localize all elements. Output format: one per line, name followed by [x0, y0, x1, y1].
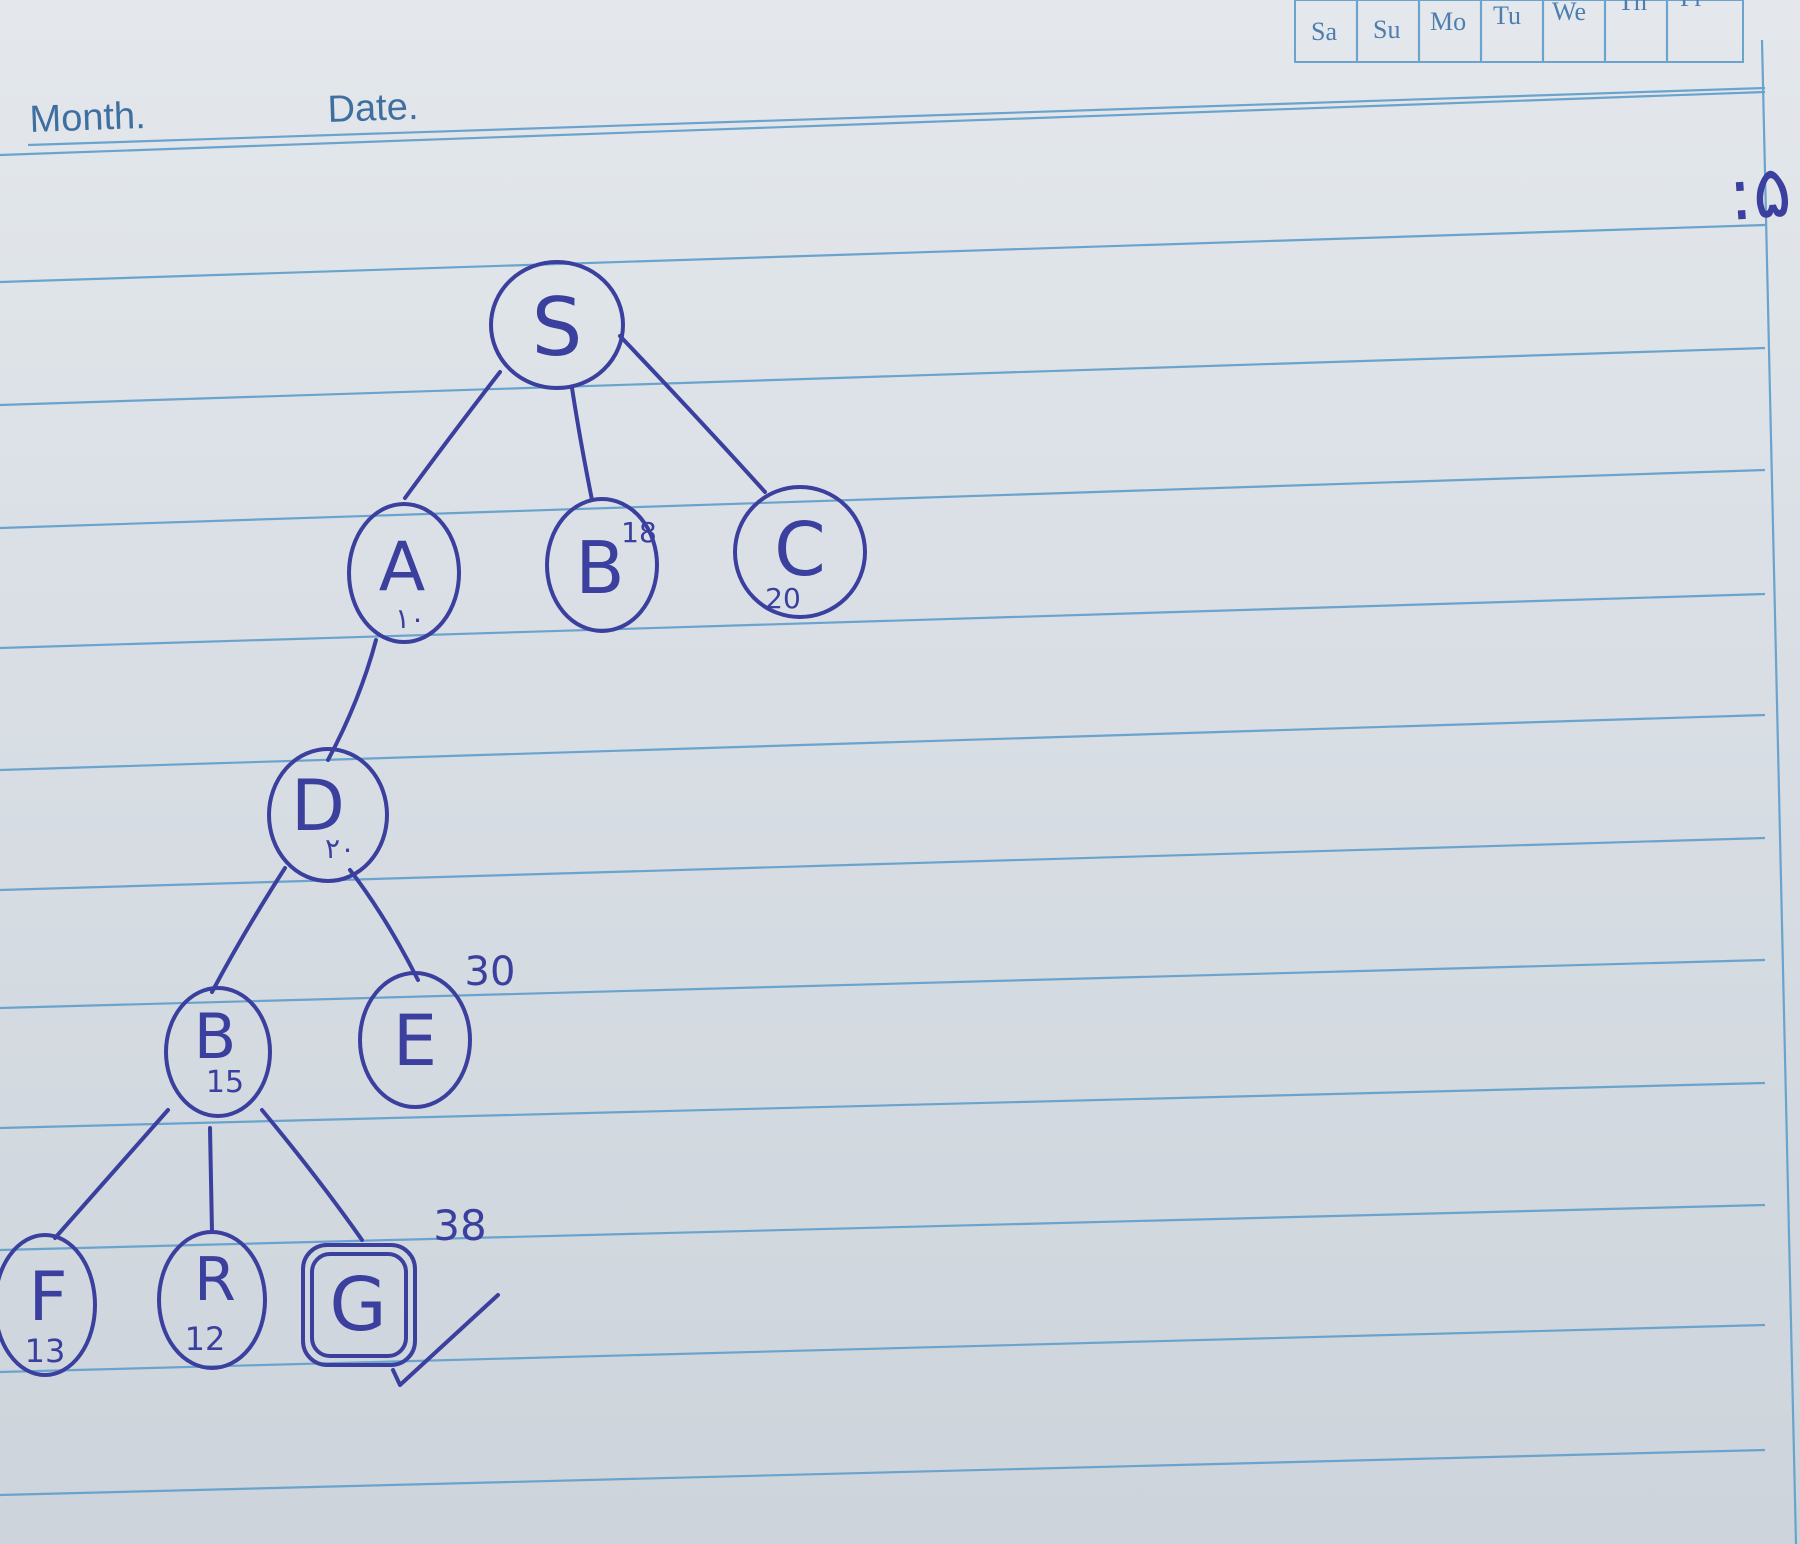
edge-d-b2 [210, 866, 287, 994]
node-r-label: R [194, 1245, 236, 1315]
node-b2-label: B [194, 1000, 237, 1073]
weekday-tu: Tu [1493, 1, 1521, 30]
edge-s-a [403, 370, 502, 500]
weekday-fr: Fr [1680, 0, 1703, 12]
node-r-value: 12 [185, 1320, 226, 1358]
weekday-mo: Mo [1430, 7, 1466, 36]
node-e-label: E [393, 1000, 437, 1082]
node-b-value: 18 [621, 516, 657, 549]
node-d-label: D [291, 765, 345, 847]
node-d-value: ۲۰ [325, 832, 355, 865]
node-d: D ۲۰ [267, 747, 389, 883]
edge-b2-f [53, 1108, 170, 1240]
checkmark-icon [391, 1293, 500, 1387]
ruled-lines [0, 39, 1798, 1544]
node-c-label: C [774, 507, 826, 593]
node-b2-value: 15 [206, 1065, 244, 1100]
edge-b2-r [208, 1126, 214, 1234]
weekday-su: Su [1373, 15, 1400, 44]
edge-s-c [618, 334, 767, 494]
node-c-value: 20 [765, 582, 801, 615]
edge-s-b [570, 386, 594, 502]
node-g: G 38 [301, 1201, 487, 1367]
node-f-label: F [28, 1258, 67, 1337]
edge-b2-g [260, 1108, 364, 1242]
month-label: Month. [29, 95, 147, 141]
node-g-label: G [329, 1262, 386, 1348]
node-a: A ۱۰ [347, 502, 461, 644]
node-f-value: 13 [25, 1332, 66, 1370]
node-s: S [489, 260, 625, 390]
node-e: E 30 [358, 949, 516, 1109]
exercise-heading: تمرین ۵: [1725, 135, 1800, 238]
weekday-th: Th [1618, 0, 1647, 16]
tree-nodes: S A ۱۰ B 18 C 20 D ۲۰ B 15 [0, 260, 867, 1377]
node-b-label: B [575, 526, 624, 610]
node-e-value: 30 [465, 949, 516, 995]
node-r: R 12 [157, 1230, 267, 1370]
edge-a-d [326, 638, 378, 762]
node-g-value: 38 [433, 1201, 486, 1250]
weekday-we: We [1552, 0, 1586, 26]
node-c: C 20 [733, 485, 867, 619]
node-a-label: A [379, 528, 426, 607]
node-b: B 18 [545, 497, 659, 633]
node-b2: B 15 [164, 986, 272, 1118]
node-a-value: ۱۰ [395, 602, 425, 635]
node-s-label: S [532, 281, 583, 374]
date-label: Date. [327, 86, 419, 131]
node-f: F 13 [0, 1233, 97, 1377]
weekday-boxes: Sa Su Mo Tu We Th Fr [1294, 0, 1744, 63]
weekday-sa: Sa [1311, 17, 1337, 46]
tree-edges [53, 334, 767, 1242]
edge-d-e [348, 868, 420, 982]
